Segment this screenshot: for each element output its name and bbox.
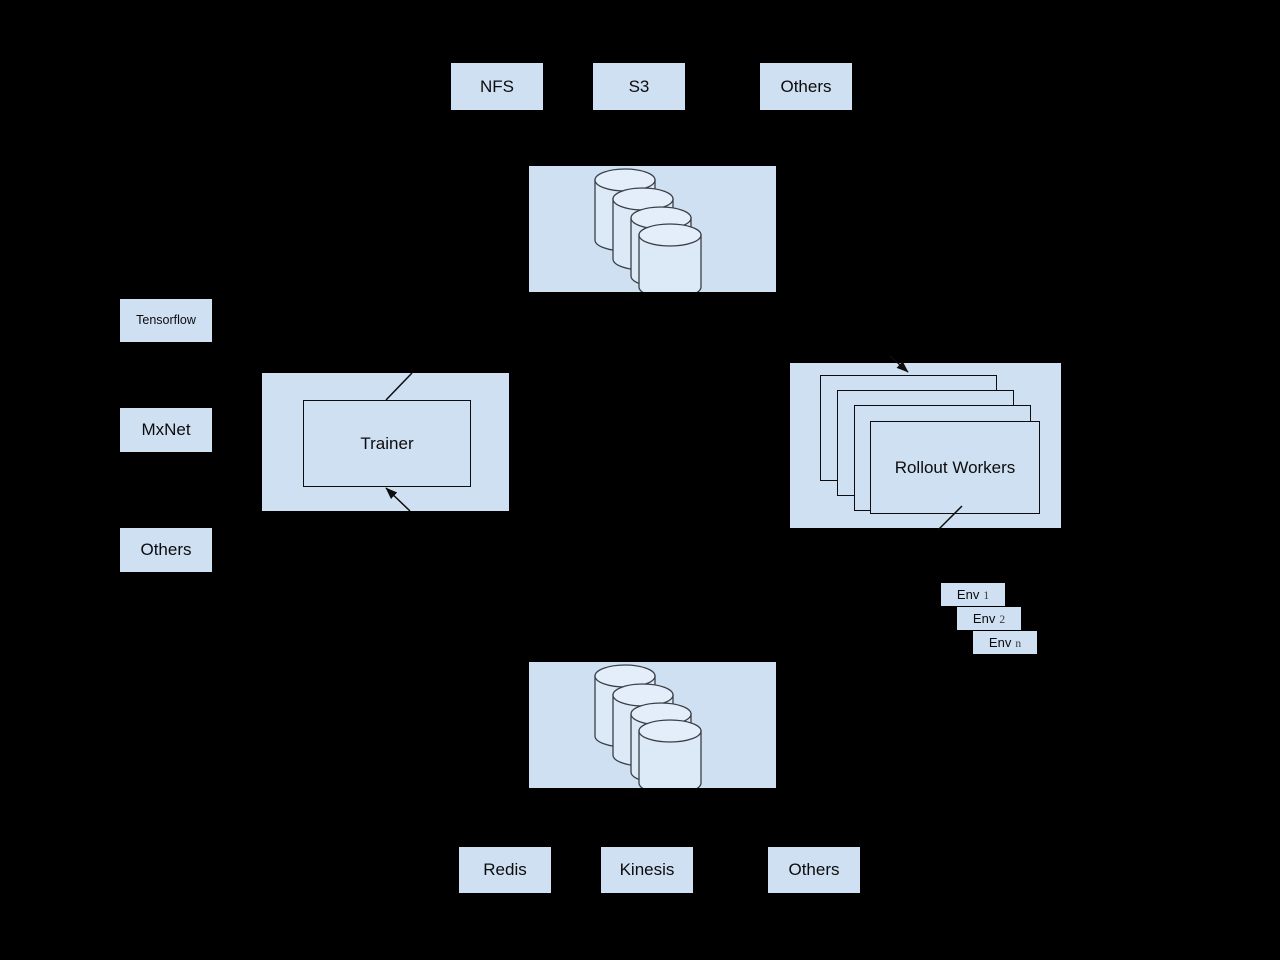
env-box-3-word: Env — [988, 635, 1012, 650]
framework-tensorflow-label: Tensorflow — [136, 313, 196, 328]
env-box-1[interactable]: Env 1 — [941, 583, 1005, 606]
rollout-worker-card-4[interactable]: Rollout Workers — [870, 421, 1040, 514]
database-cylinder-icon-4 — [638, 719, 702, 795]
trainer-box[interactable]: Trainer — [303, 400, 471, 487]
streaming-backend-others-label: Others — [788, 860, 840, 880]
rollout-workers-label: Rollout Workers — [894, 457, 1016, 477]
env-box-2-index: 2 — [999, 614, 1006, 626]
env-box-2-word: Env — [972, 611, 996, 626]
streaming-backend-kinesis[interactable]: Kinesis — [601, 847, 693, 893]
cylinder-stack-top-svg — [594, 168, 702, 299]
framework-others-label: Others — [140, 540, 192, 560]
storage-backend-s3[interactable]: S3 — [593, 63, 685, 110]
storage-backend-others-label: Others — [780, 76, 832, 96]
framework-mxnet-label: MxNet — [141, 420, 191, 440]
storage-backend-nfs[interactable]: NFS — [451, 63, 543, 110]
streaming-backend-redis[interactable]: Redis — [459, 847, 551, 893]
streaming-backend-redis-label: Redis — [483, 860, 527, 880]
env-box-1-word: Env — [956, 587, 980, 602]
env-box-2[interactable]: Env 2 — [957, 607, 1021, 630]
framework-tensorflow[interactable]: Tensorflow — [120, 299, 212, 342]
streaming-backend-others[interactable]: Others — [768, 847, 860, 893]
cylinder-stack-bottom-svg — [594, 664, 702, 795]
framework-mxnet[interactable]: MxNet — [120, 408, 212, 452]
streaming-backend-kinesis-label: Kinesis — [619, 860, 675, 880]
database-cylinder-icon-4 — [638, 223, 702, 299]
env-box-3-index: n — [1015, 638, 1022, 650]
env-box-3[interactable]: Env n — [973, 631, 1037, 654]
storage-backend-nfs-label: NFS — [480, 76, 514, 96]
trainer-label: Trainer — [360, 433, 414, 453]
framework-others[interactable]: Others — [120, 528, 212, 572]
storage-backend-s3-label: S3 — [628, 76, 650, 96]
storage-backend-others[interactable]: Others — [760, 63, 852, 110]
env-box-1-index: 1 — [983, 590, 990, 602]
model-store-cylinders — [529, 166, 776, 299]
experience-store-cylinders — [529, 662, 776, 795]
